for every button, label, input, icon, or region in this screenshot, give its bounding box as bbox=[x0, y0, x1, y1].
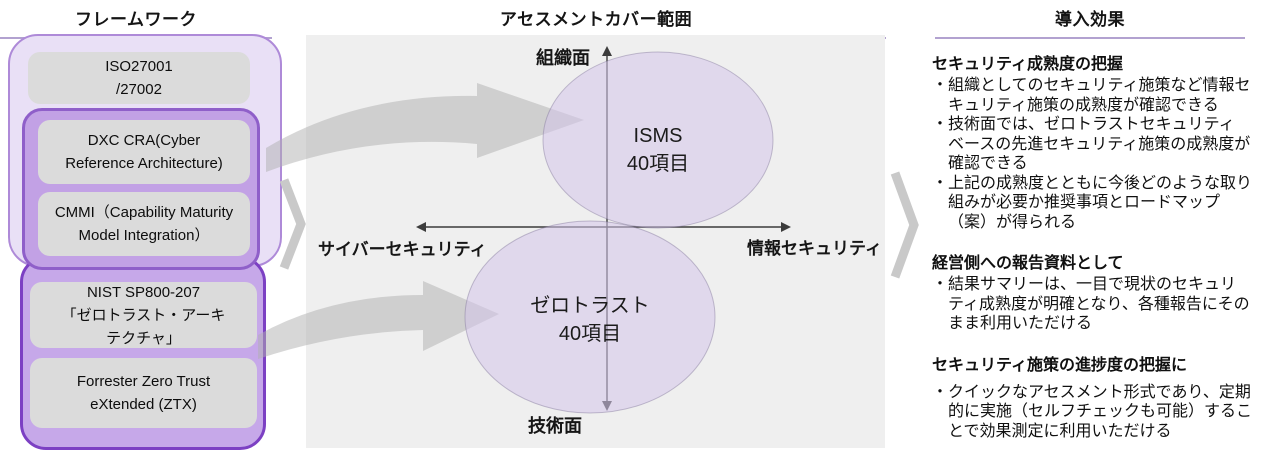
framework-box-dxc-cra: DXC CRA(Cyber Reference Architecture) bbox=[38, 120, 250, 184]
bullet-icon: ・ bbox=[932, 116, 949, 133]
framework-box-forrester: Forrester Zero Trust eXtended (ZTX) bbox=[30, 358, 257, 428]
effects-column: セキュリティ成熟度の把握 ・ 組織としてのセキュリティ施策など情報セ キュリティ… bbox=[932, 55, 1280, 441]
effects-section-progress: セキュリティ施策の進捗度の把握に ・ クイックなアセスメント形式であり、定期 的… bbox=[932, 356, 1280, 442]
list-item: ・ 技術面では、ゼロトラストセキュリティ ベースの先進セキュリティ施策の成熟度が… bbox=[932, 115, 1280, 174]
framework-box-nist: NIST SP800-207 「ゼロトラスト・アーキ テクチャ」 bbox=[30, 282, 257, 348]
axis-label-cyber-security: サイバーセキュリティ bbox=[318, 240, 487, 259]
list-item: ・ 組織としてのセキュリティ施策など情報セ キュリティ施策の成熟度が確認できる bbox=[932, 76, 1280, 115]
framework-box-iso27001: ISO27001 /27002 bbox=[28, 52, 250, 104]
list-item: ・ 上記の成熟度とともに今後どのような取り 組みが必要か推奨事項とロードマップ … bbox=[932, 174, 1280, 233]
header-assessment-label: アセスメントカバー範囲 bbox=[499, 10, 693, 29]
header-framework-label: フレームワーク bbox=[75, 10, 197, 29]
bullet-text: クイックなアセスメント形式であり、定期 的に実施（セルフチェックも可能）するこ … bbox=[948, 383, 1253, 440]
zero-trust-ellipse-label: ゼロトラスト 40項目 bbox=[530, 295, 650, 345]
bullet-icon: ・ bbox=[932, 77, 949, 94]
bullet-text: 結果サマリーは、一目で現状のセキュリ ティ成熟度が明確となり、各種報告にその ま… bbox=[948, 276, 1250, 332]
list-item: ・ クイックなアセスメント形式であり、定期 的に実施（セルフチェックも可能）する… bbox=[932, 383, 1280, 442]
effects-section-reporting: 経営側への報告資料として ・ 結果サマリーは、一目で現状のセキュリ ティ成熟度が… bbox=[932, 254, 1280, 334]
effects-section-maturity: セキュリティ成熟度の把握 ・ 組織としてのセキュリティ施策など情報セ キュリティ… bbox=[932, 55, 1280, 232]
bullet-text: 組織としてのセキュリティ施策など情報セ キュリティ施策の成熟度が確認できる bbox=[948, 77, 1251, 114]
bullet-icon: ・ bbox=[932, 276, 949, 293]
isms-ellipse-label: ISMS 40項目 bbox=[626, 125, 690, 175]
bullet-icon: ・ bbox=[932, 174, 949, 192]
axis-label-information-security: 情報セキュリティ bbox=[747, 239, 882, 258]
axis-label-technology: 技術面 bbox=[528, 416, 582, 436]
chevron-right-icon bbox=[279, 178, 306, 270]
chevron-right-icon bbox=[890, 171, 919, 279]
section-title: 経営側への報告資料として bbox=[932, 255, 1124, 272]
section-title: セキュリティ成熟度の把握 bbox=[932, 56, 1124, 73]
header-effects-label: 導入効果 bbox=[1055, 10, 1125, 29]
bullet-text: 技術面では、ゼロトラストセキュリティ ベースの先進セキュリティ施策の成熟度が 確… bbox=[948, 116, 1251, 172]
bullet-icon: ・ bbox=[932, 383, 949, 401]
section-title: セキュリティ施策の進捗度の把握に bbox=[932, 356, 1188, 374]
header-effects: 導入効果 bbox=[935, 5, 1245, 39]
bullet-text: 上記の成熟度とともに今後どのような取り 組みが必要か推奨事項とロードマップ （案… bbox=[948, 174, 1253, 231]
header-assessment-coverage: アセスメントカバー範囲 bbox=[306, 5, 886, 39]
axis-label-organization: 組織面 bbox=[536, 48, 590, 68]
framework-box-cmmi: CMMI（Capability Maturity Model Integrati… bbox=[38, 192, 250, 256]
list-item: ・ 結果サマリーは、一目で現状のセキュリ ティ成熟度が明確となり、各種報告にその… bbox=[932, 275, 1280, 334]
